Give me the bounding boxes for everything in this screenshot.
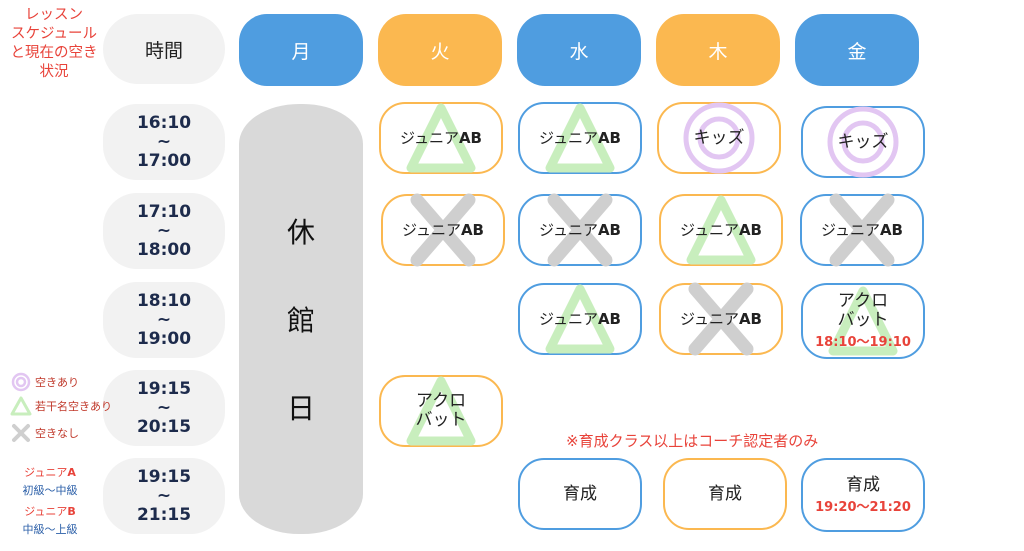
legend-label: 空きあり [35, 376, 79, 389]
lesson-cell-fri-2[interactable]: ジュニアAB [800, 193, 924, 267]
triangle-icon [10, 396, 32, 416]
lesson-cell-fri-3[interactable]: アクロ バット 18:10〜19:10 [801, 283, 925, 359]
closed-char: 日 [286, 392, 315, 425]
lesson-label: ジュニアAB [400, 128, 482, 147]
time-slot-4: 19:15 ~ 20:15 [103, 370, 225, 446]
closed-day-block: 休 館 日 [239, 104, 363, 534]
lesson-label: ジュニアAB [539, 128, 621, 147]
time-slot-5: 19:15 ~ 21:15 [103, 458, 225, 534]
time-start: 19:15 [136, 466, 192, 487]
lesson-cell-tue-4[interactable]: アクロ バット [379, 375, 503, 447]
time-sep: ~ [156, 397, 172, 418]
lesson-time-note: 19:20〜21:20 [815, 499, 911, 515]
cross-icon [12, 424, 30, 442]
time-column-header: 時間 [103, 14, 225, 84]
time-sep: ~ [156, 131, 172, 152]
level-junior-b: ジュニアB 中級〜上級 [10, 503, 90, 539]
lesson-cell-wed-3[interactable]: ジュニアAB [518, 283, 642, 355]
lesson-cell-fri-5[interactable]: 育成 19:20〜21:20 [801, 458, 925, 532]
time-start: 16:10 [136, 112, 192, 133]
lesson-label: ジュニアAB [680, 220, 762, 239]
time-end: 17:00 [136, 150, 192, 171]
title-line: 状況 [39, 64, 69, 80]
level-junior-a: ジュニアA 初級〜中級 [10, 464, 90, 500]
legend-label: 若干名空きあり [35, 400, 112, 413]
lesson-label: 育成 [563, 483, 597, 504]
level-code: A [67, 466, 76, 479]
lesson-label: ジュニアAB [821, 220, 903, 239]
time-sep: ~ [156, 309, 172, 330]
lesson-cell-thu-5[interactable]: 育成 [663, 458, 787, 530]
day-header-tue: 火 [378, 14, 502, 86]
lesson-label: 育成 [708, 483, 742, 504]
time-slot-1: 16:10 ~ 17:00 [103, 104, 225, 180]
legend-label: 空きなし [35, 427, 79, 440]
time-end: 19:00 [136, 328, 192, 349]
lesson-cell-tue-1[interactable]: ジュニアAB [379, 102, 503, 174]
title-line: スケジュール [11, 26, 97, 42]
time-end: 20:15 [136, 416, 192, 437]
day-header-thu: 木 [656, 14, 780, 86]
day-header-wed: 水 [517, 14, 641, 86]
legend-available: 空きあり [10, 372, 79, 392]
time-sep: ~ [156, 220, 172, 241]
lesson-cell-thu-1[interactable]: キッズ [657, 102, 781, 174]
lesson-time-note: 18:10〜19:10 [815, 335, 911, 350]
closed-char: 休 [286, 216, 315, 249]
lesson-cell-wed-5[interactable]: 育成 [518, 458, 642, 530]
lesson-label: キッズ [693, 127, 745, 148]
lesson-label-line2: バット [415, 410, 467, 430]
legend-full: 空きなし [10, 423, 79, 443]
lesson-cell-wed-1[interactable]: ジュニアAB [518, 102, 642, 174]
lesson-label: キッズ [837, 131, 889, 152]
lesson-cell-thu-3[interactable]: ジュニアAB [659, 282, 783, 356]
time-start: 17:10 [136, 201, 192, 222]
level-code: B [67, 505, 76, 518]
day-header-fri: 金 [795, 14, 919, 86]
time-slot-2: 17:10 ~ 18:00 [103, 193, 225, 269]
lesson-label: 育成 [846, 474, 880, 495]
circle-icon [11, 372, 31, 392]
title-line: と現在の空き [10, 45, 98, 61]
level-range: 初級〜中級 [22, 484, 78, 497]
lesson-label: ジュニアAB [402, 220, 484, 239]
time-end: 21:15 [136, 504, 192, 525]
lesson-label-line1: アクロ [415, 391, 467, 411]
title-line: レッスン [25, 7, 83, 23]
closed-char: 館 [286, 304, 315, 337]
lesson-cell-thu-2[interactable]: ジュニアAB [659, 194, 783, 266]
level-name: ジュニア [24, 466, 68, 479]
day-header-mon: 月 [239, 14, 363, 86]
time-slot-3: 18:10 ~ 19:00 [103, 282, 225, 358]
time-sep: ~ [156, 485, 172, 506]
level-range: 中級〜上級 [22, 523, 78, 536]
lesson-label-line1: アクロ [837, 291, 889, 311]
time-start: 19:15 [136, 378, 192, 399]
time-end: 18:00 [136, 239, 192, 260]
lesson-label: ジュニアAB [539, 309, 621, 328]
level-name: ジュニア [24, 505, 68, 518]
coach-note: ※育成クラス以上はコーチ認定者のみ [566, 432, 819, 450]
lesson-cell-tue-2[interactable]: ジュニアAB [381, 193, 505, 267]
lesson-label: ジュニアAB [539, 220, 621, 239]
lesson-label: ジュニアAB [680, 309, 762, 328]
lesson-cell-wed-2[interactable]: ジュニアAB [518, 193, 642, 267]
page-title: レッスン スケジュール と現在の空き 状況 [4, 6, 104, 82]
legend-few: 若干名空きあり [10, 396, 112, 416]
lesson-label-line2: バット [837, 310, 889, 330]
time-start: 18:10 [136, 290, 192, 311]
lesson-cell-fri-1[interactable]: キッズ [801, 106, 925, 178]
